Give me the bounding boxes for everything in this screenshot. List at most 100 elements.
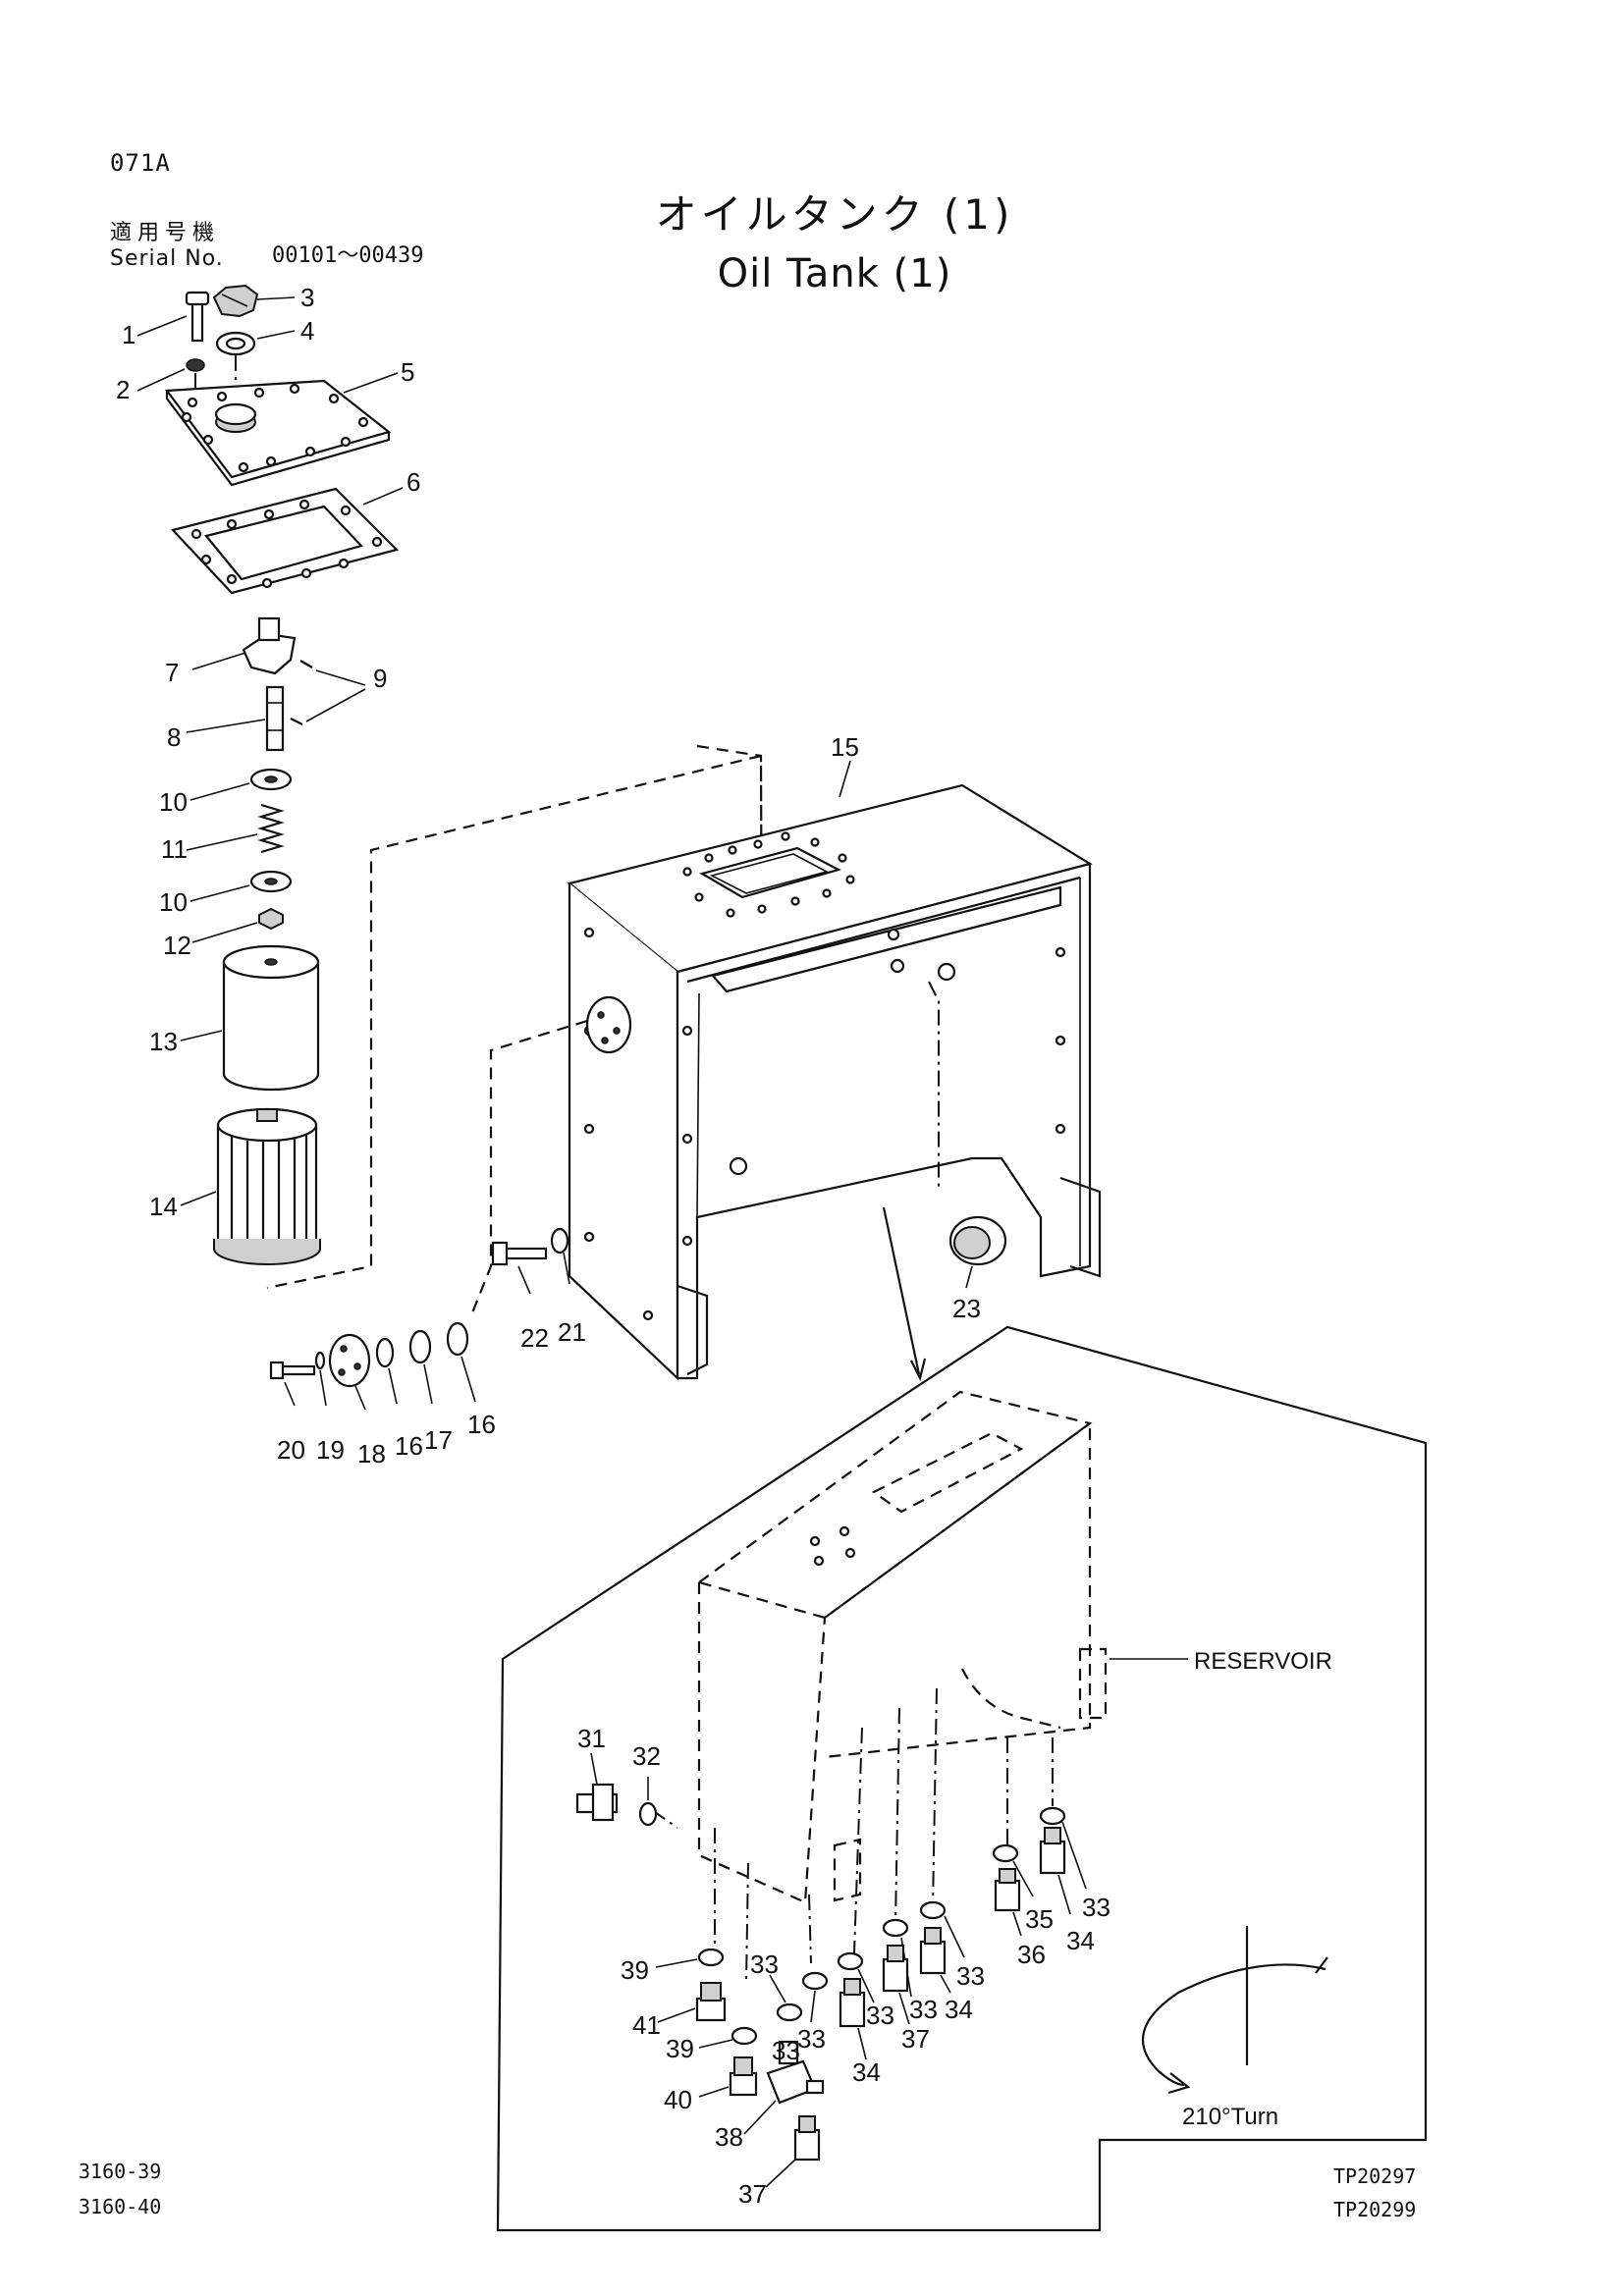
o-ring-part-16-a	[375, 1337, 398, 1405]
part-label-37-upper: 37	[901, 2024, 930, 2054]
part-label-36: 36	[1017, 1940, 1046, 1969]
part-label-39-lower: 39	[666, 2034, 694, 2063]
tee-block-part-38	[743, 2040, 825, 2135]
part-label-19: 19	[316, 1435, 345, 1465]
o-ring-part-33-a	[769, 1974, 803, 2022]
part-label-31: 31	[577, 1724, 606, 1753]
part-label-21: 21	[558, 1317, 586, 1347]
bolt-part-22	[491, 1241, 548, 1295]
serial-label: 適用号機 Serial No.	[110, 221, 224, 272]
tp-code: TP20299	[1333, 2198, 1417, 2221]
stem-part-8	[186, 685, 285, 752]
title-block: オイルタンク (1) Oil Tank (1)	[550, 182, 1119, 296]
part-label-10-lower: 10	[159, 887, 188, 917]
part-label-22: 22	[520, 1323, 549, 1353]
part-label-6: 6	[406, 467, 420, 497]
filter-element-part-13	[180, 944, 320, 1092]
part-label-15: 15	[831, 732, 859, 762]
serial-label-japanese: 適用号機	[110, 221, 221, 245]
part-label-7: 7	[165, 658, 179, 687]
fitting-part-36	[994, 1868, 1022, 1937]
part-label-33-b: 33	[797, 2024, 826, 2054]
drawing-ref: 3160-39	[79, 2160, 162, 2183]
part-label-40: 40	[664, 2085, 692, 2114]
cap-part-3	[212, 284, 296, 318]
washer-part-19	[314, 1351, 327, 1407]
turn-label: 210°Turn	[1182, 2104, 1278, 2130]
turn-indicator	[1142, 1926, 1328, 2095]
o-ring-part-33-b	[801, 1971, 829, 2023]
part-label-14: 14	[149, 1192, 178, 1221]
valve-part-7	[191, 616, 297, 675]
part-label-32: 32	[632, 1741, 661, 1771]
o-ring-part-33-d	[882, 1918, 912, 1998]
washer-part-10-upper	[189, 768, 293, 801]
fitting-part-37-lower	[765, 2115, 821, 2188]
serial-label-english: Serial No.	[110, 246, 224, 271]
inset-view-frame	[496, 1325, 1428, 2232]
part-label-16-b: 16	[467, 1410, 496, 1439]
part-label-37-lower: 37	[738, 2179, 767, 2209]
plug-part-40	[698, 2056, 758, 2098]
part-label-17: 17	[424, 1425, 453, 1455]
part-label-9: 9	[373, 664, 387, 693]
o-ring-part-39-lower	[698, 2026, 758, 2049]
o-ring-part-33-e	[919, 1900, 965, 1958]
washer-part-21	[550, 1227, 570, 1285]
part-label-38: 38	[715, 2122, 743, 2152]
page-code: 071A	[110, 149, 171, 177]
part-label-13: 13	[149, 1027, 178, 1056]
part-label-16-a: 16	[395, 1431, 423, 1461]
washer-part-2	[136, 358, 205, 407]
part-label-8: 8	[167, 722, 181, 752]
washer-part-10-lower	[189, 870, 293, 902]
tp-code: TP20297	[1333, 2164, 1417, 2188]
bolt-part-20	[269, 1361, 316, 1407]
fitting-part-34-b	[919, 1927, 951, 1994]
o-ring-part-16-b	[446, 1321, 476, 1403]
o-ring-part-32	[638, 1777, 658, 1827]
part-label-20: 20	[277, 1435, 305, 1465]
plug-part-41	[657, 1982, 727, 2023]
part-label-33-d: 33	[909, 1995, 938, 2024]
part-label-41: 41	[632, 2010, 661, 2040]
part-label-35: 35	[1025, 1904, 1054, 1934]
part-label-33-g: 33	[772, 2036, 800, 2065]
part-label-12: 12	[163, 931, 191, 960]
reservoir-dashed-view	[651, 1390, 1188, 1984]
o-ring-part-39-upper	[655, 1948, 725, 1968]
part-label-34-b: 34	[945, 1995, 973, 2024]
cover-plate-part-5	[164, 372, 399, 487]
part-label-33-f: 33	[1082, 1893, 1110, 1922]
nut-part-12	[191, 907, 284, 943]
part-label-33-e: 33	[956, 1961, 985, 1991]
part-label-4: 4	[300, 316, 314, 346]
o-ring-part-35	[992, 1843, 1034, 1897]
part-label-23: 23	[952, 1294, 981, 1323]
gasket-part-6	[170, 487, 404, 595]
title-english: Oil Tank (1)	[717, 251, 952, 296]
elbow-part-31	[575, 1752, 619, 1822]
title-japanese: オイルタンク (1)	[655, 190, 1014, 239]
part-label-34-a: 34	[852, 2057, 881, 2087]
part-label-3: 3	[300, 283, 314, 312]
oil-tank-part-15	[567, 760, 1102, 1381]
plug-part-23	[948, 1215, 1007, 1289]
fitting-part-37-upper	[882, 1945, 910, 2025]
bolt-part-1	[136, 291, 210, 343]
part-label-2: 2	[116, 375, 130, 404]
part-label-5: 5	[401, 357, 414, 387]
fitting-part-34-a	[839, 1978, 867, 2060]
part-label-10-upper: 10	[159, 787, 188, 817]
drawing-references: 3160-39 3160-40	[79, 2154, 161, 2224]
serial-range: 00101～00439	[272, 243, 424, 268]
part-label-33-a: 33	[750, 1949, 779, 1979]
part-label-34-c: 34	[1066, 1926, 1095, 1955]
part-label-33-c: 33	[866, 2001, 894, 2030]
part-label-39-upper: 39	[621, 1955, 649, 1985]
spring-part-11	[186, 803, 285, 854]
strainer-part-14	[180, 1107, 321, 1265]
o-ring-part-33-f	[1039, 1806, 1087, 1890]
pins-part-9	[290, 660, 366, 725]
